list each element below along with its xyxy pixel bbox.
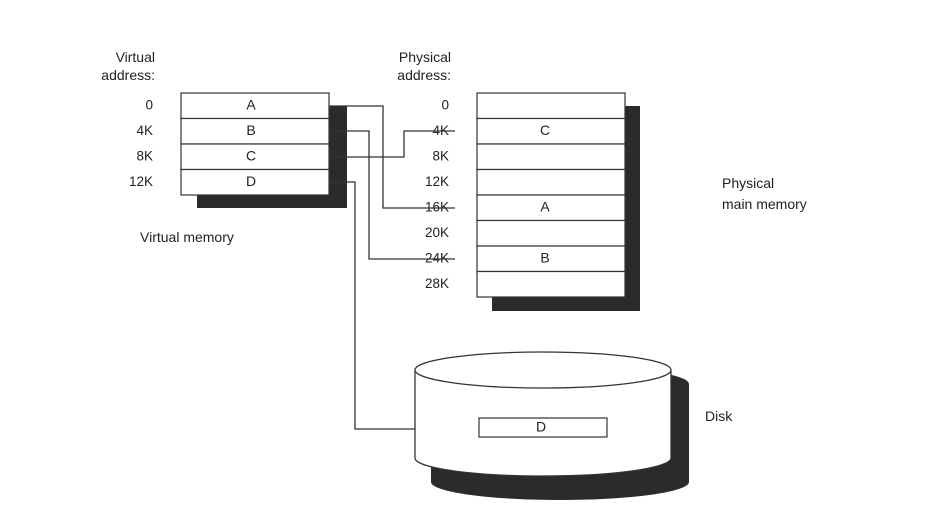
physical-frame-cell: [476, 194, 626, 222]
disk-page-slot: [478, 417, 608, 438]
virtual-memory: Virtual address: A 0 B 4K C 8K D 12K Vir…: [101, 49, 347, 245]
physical-address-label: 28K: [425, 276, 449, 291]
virtual-page-row: C 8K: [136, 143, 330, 171]
physical-address-label: 8K: [432, 149, 449, 164]
physical-frame-cell: [476, 219, 626, 247]
physical-frame-cell: [476, 117, 626, 145]
physical-address-label: 24K: [425, 251, 449, 266]
virtual-page-row: B 4K: [136, 117, 330, 145]
physical-address-heading-line1: Physical: [399, 49, 451, 65]
virtual-address-label: 8K: [136, 149, 153, 164]
physical-address-label: 12K: [425, 174, 449, 189]
virtual-memory-caption: Virtual memory: [140, 229, 234, 245]
virtual-page-cell: [180, 92, 330, 120]
virtual-address-label: 12K: [129, 174, 153, 189]
virtual-address-heading-line2: address:: [101, 67, 155, 83]
physical-frame-row: 12K: [425, 168, 626, 196]
physical-frame-row: 0: [441, 92, 626, 120]
physical-frame-row: A 16K: [425, 194, 626, 222]
virtual-page-row: A 0: [145, 92, 330, 120]
physical-frame-row: 8K: [432, 143, 626, 171]
page-mapping-lines: [329, 105, 455, 430]
physical-address-label: 16K: [425, 200, 449, 215]
disk-top: [414, 351, 672, 389]
disk: D Disk: [414, 351, 733, 500]
virtual-page-label: A: [246, 97, 256, 113]
physical-address-label: 0: [441, 98, 449, 113]
physical-frame-row: C 4K: [432, 117, 626, 145]
virtual-page-label: D: [246, 173, 256, 189]
physical-frame-cell: [476, 92, 626, 120]
virtual-address-label: 0: [145, 98, 153, 113]
virtual-address-label: 4K: [136, 123, 153, 138]
virtual-address-heading-line1: Virtual: [116, 49, 155, 65]
mapping-line-d-to-disk: [329, 181, 417, 430]
physical-address-label: 20K: [425, 225, 449, 240]
physical-memory-caption-line1: Physical: [722, 175, 774, 191]
mapping-line-c-to-4k: [329, 130, 455, 158]
physical-frame-row: 20K: [425, 219, 626, 247]
physical-frame-row: B 24K: [425, 245, 626, 273]
physical-memory-caption-line2: main memory: [722, 196, 807, 212]
physical-address-heading-line2: address:: [397, 67, 451, 83]
physical-frame-row: 28K: [425, 270, 626, 298]
physical-memory: Physical address: 0 C 4K 8K 12K A 16K: [397, 49, 807, 311]
mapping-line-b-to-24k: [329, 130, 455, 260]
physical-frame-label: B: [540, 250, 549, 266]
physical-frame-label: C: [540, 122, 550, 138]
physical-frame-cell: [476, 270, 626, 298]
virtual-page-label: B: [246, 122, 255, 138]
disk-page-label: D: [536, 419, 546, 435]
virtual-page-cell: [180, 117, 330, 145]
virtual-page-cell: [180, 143, 330, 171]
physical-frame-cell: [476, 245, 626, 273]
physical-frame-cell: [476, 168, 626, 196]
physical-frame-cell: [476, 143, 626, 171]
virtual-page-label: C: [246, 148, 256, 164]
virtual-page-row: D 12K: [129, 168, 330, 196]
virtual-page-cell: [180, 168, 330, 196]
disk-label: Disk: [705, 408, 733, 424]
physical-frame-label: A: [540, 199, 550, 215]
